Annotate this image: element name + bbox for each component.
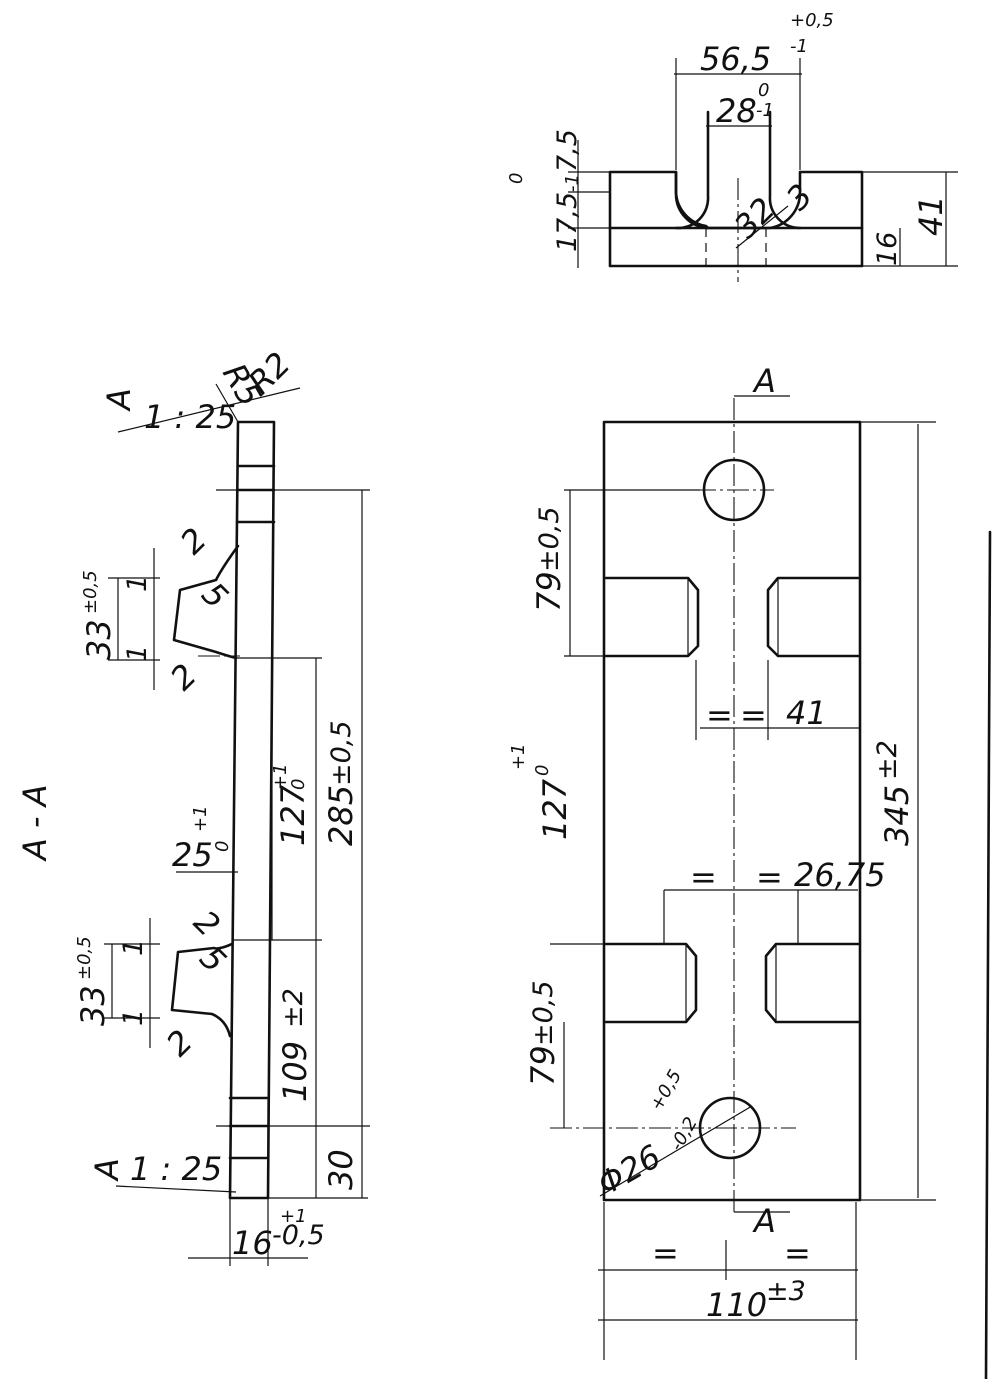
hole-dia-tol-lower: -0,2: [666, 1114, 702, 1155]
dim-41-plan: 41: [786, 694, 827, 732]
plan-labels: A A 79 ±0,5 79 ±0,5 = = 41 127 +1 0 = = …: [508, 362, 916, 1324]
depth-b-tol-upper: 0: [506, 173, 527, 184]
height-label: 41: [912, 195, 950, 236]
five-label-1: 5: [194, 575, 235, 616]
dim-127-section: 127: [274, 784, 312, 846]
top-view-outline: [608, 110, 864, 268]
dim-25-tol-upper: +1: [190, 805, 211, 832]
eq-label-5: =: [652, 1234, 679, 1272]
dim-79-bottom: 79: [524, 1045, 562, 1086]
depth-a-label: 7,5: [552, 129, 583, 172]
hole-dia: Φ26: [591, 1137, 667, 1203]
dim-109: 109: [276, 1041, 314, 1102]
taper-bottom-label: 1 : 25: [130, 1150, 222, 1188]
dim-25: 25: [172, 836, 213, 874]
dim-79-top-tol: ±0,5: [534, 506, 565, 572]
radius-32-label: 32: [727, 190, 783, 246]
section-marker-bottom: A: [88, 1158, 126, 1182]
width-tol: ±3: [766, 1276, 806, 1307]
hole-dia-tol-upper: +0,5: [646, 1066, 686, 1114]
frame-border-line: [984, 530, 992, 1379]
taper-top-label: 1 : 25: [144, 398, 236, 436]
width-total-label: 56,5: [700, 40, 771, 78]
plan-slots: [604, 576, 860, 1024]
dim-79-bottom-tol: ±0,5: [528, 980, 559, 1046]
dim-30: 30: [322, 1149, 360, 1190]
eq-label-4: =: [756, 858, 783, 896]
dim-345: 345: [878, 785, 916, 846]
dim-33-b: 33: [74, 985, 112, 1026]
eq-label-2: =: [740, 696, 767, 734]
dim-127-section-tol-upper: +1: [270, 763, 291, 790]
two-label-1: 2: [173, 520, 214, 561]
plan-dimensions: [550, 395, 936, 1360]
depth-b-tol-lower: -1: [562, 174, 583, 192]
two-label-2: 2: [163, 656, 204, 697]
width-total-tol-upper: +0,5: [790, 10, 834, 31]
dim-16: 16: [232, 1224, 273, 1262]
section-marker-a-bottom: A: [752, 1202, 776, 1240]
eq-label-3: =: [690, 858, 717, 896]
section-marker-a-top: A: [752, 362, 776, 400]
dim-109-tol: ±2: [278, 988, 309, 1028]
width-label: 110: [706, 1286, 767, 1324]
section-labels: A 1 : 25 R5 R2 2 33 ±0,5 1 1 5 2 25 +1 0…: [74, 345, 360, 1262]
dim-33-b-tol: ±0,5: [74, 936, 95, 980]
top-view-hidden-lines: [705, 178, 767, 282]
two-label-4: 2: [159, 1022, 200, 1063]
dim-33-a-tol: ±0,5: [80, 570, 101, 614]
top-view-dimensions: [568, 58, 958, 268]
dim-26-75: 26,75: [794, 856, 886, 894]
slot-width-tol-upper: 0: [758, 80, 769, 101]
dim-127-plan-tol-upper: +1: [508, 743, 529, 770]
section-title: A - A: [16, 784, 54, 862]
slot-width-tol-lower: -1: [756, 100, 774, 121]
plan-view: A A 79 ±0,5 79 ±0,5 = = 41 127 +1 0 = = …: [508, 362, 936, 1360]
eq-label-6: =: [784, 1234, 811, 1272]
depth-b-label: 17,5: [552, 192, 583, 252]
dim-16-tol-lower: -0,5: [272, 1220, 325, 1251]
one-label-2: 1: [122, 645, 153, 662]
dim-285-tol: ±0,5: [326, 720, 357, 786]
section-dimensions: [104, 383, 370, 1266]
width-total-tol-lower: -1: [790, 36, 808, 57]
section-marker-top: A: [100, 388, 138, 412]
slot-width-label: 28: [716, 92, 757, 130]
plan-outline: [602, 420, 862, 1202]
dim-79-top: 79: [530, 571, 568, 612]
top-view: 56,5 +0,5 -1 28 0 -1 7,5 17,5 -1 0 32 3 …: [506, 10, 958, 282]
dim-33-a: 33: [80, 619, 118, 660]
dim-127-section-tol-lower: 0: [288, 779, 309, 790]
two-label-3: 2: [186, 903, 227, 944]
dim-25-tol-lower: 0: [212, 841, 233, 852]
base-label: 16: [872, 232, 903, 266]
one-label-4: 1: [118, 1009, 149, 1026]
section-view: A - A: [16, 345, 370, 1266]
dim-16-tol-upper: +1: [280, 1206, 307, 1227]
dim-285: 285: [322, 785, 360, 846]
eq-label-1: =: [706, 696, 733, 734]
top-view-labels: 56,5 +0,5 -1 28 0 -1 7,5 17,5 -1 0 32 3 …: [506, 10, 950, 266]
dim-127-plan-tol-lower: 0: [532, 765, 553, 776]
one-label-3: 1: [118, 939, 149, 956]
one-label-1: 1: [122, 575, 153, 592]
dim-127-plan: 127: [536, 778, 574, 840]
dim-345-tol: ±2: [872, 740, 903, 780]
plan-centerlines: [550, 398, 796, 1216]
